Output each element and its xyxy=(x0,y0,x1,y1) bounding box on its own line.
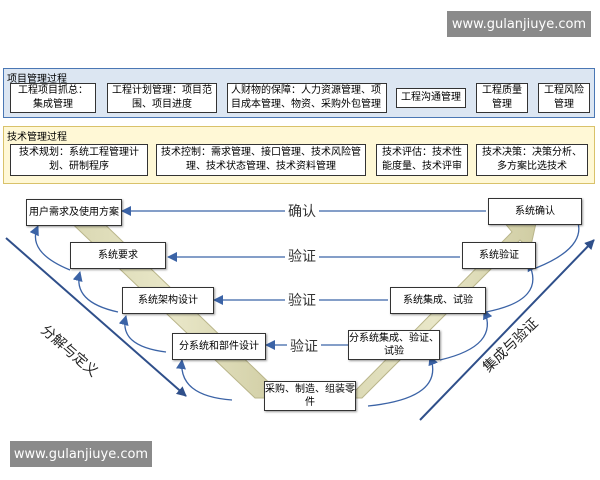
right-curve-arrow-2 xyxy=(485,261,537,313)
left-curve-arrow-3 xyxy=(118,315,167,353)
link-label-verification-2: 验证 xyxy=(285,290,319,310)
pm-item-quality: 工程质量管理 xyxy=(476,83,528,113)
vbox-procure-build: 采购、制造、组装零件 xyxy=(264,381,356,411)
left-curve-arrow-2 xyxy=(72,271,119,313)
link-label-validation: 确认 xyxy=(285,201,319,221)
pm-item-risk: 工程风险管理 xyxy=(538,83,590,113)
technical-management-title: 技术管理过程 xyxy=(7,132,67,143)
vbox-user-needs: 用户需求及使用方案 xyxy=(26,199,122,226)
vbox-subsystem-integration: 分系统集成、验证、试验 xyxy=(348,330,440,360)
left-curve-arrow-4 xyxy=(176,359,233,401)
tm-item-assessment: 技术评估：技术性能度量、技术评审 xyxy=(376,144,468,176)
watermark-top: www.gulanjiuye.com xyxy=(447,11,591,37)
link-label-verification-1: 验证 xyxy=(285,246,319,266)
pm-item-plan: 工程计划管理：项目范围、项目进度 xyxy=(107,83,217,113)
watermark-bottom: www.gulanjiuye.com xyxy=(10,441,152,467)
right-side-arrow xyxy=(419,239,595,421)
technical-management-group: 技术管理过程 技术规划：系统工程管理计划、研制程序 技术控制：需求管理、接口管理… xyxy=(3,126,595,184)
tm-item-control: 技术控制：需求管理、接口管理、技术风险管理、技术状态管理、技术资料管理 xyxy=(156,144,366,176)
right-curve-arrow-4 xyxy=(367,355,438,407)
vbox-system-validation: 系统确认 xyxy=(488,198,582,225)
left-curve-arrow-1 xyxy=(29,225,71,271)
project-management-title: 项目管理过程 xyxy=(7,74,67,85)
tm-item-decision: 技术决策：决策分析、多方案比选技术 xyxy=(476,144,588,176)
project-management-group: 项目管理过程 工程项目抓总：集成管理 工程计划管理：项目范围、项目进度 人财物的… xyxy=(3,68,595,118)
vbox-system-integration: 系统集成、试验 xyxy=(390,287,486,314)
vbox-system-verification: 系统验证 xyxy=(462,242,536,269)
pm-item-communication: 工程沟通管理 xyxy=(396,88,466,108)
right-curve-arrow-3 xyxy=(439,309,493,361)
tm-item-planning: 技术规划：系统工程管理计划、研制程序 xyxy=(10,144,148,176)
vbox-system-requirements: 系统要求 xyxy=(70,242,166,269)
vbox-system-architecture: 系统架构设计 xyxy=(122,287,214,314)
left-side-arrow xyxy=(5,237,187,397)
pm-item-integration: 工程项目抓总：集成管理 xyxy=(10,83,96,113)
link-label-verification-3: 验证 xyxy=(287,336,321,356)
vbox-subsystem-design: 分系统和部件设计 xyxy=(172,333,266,360)
pm-item-resources: 人财物的保障：人力资源管理、项目成本管理、物资、采购外包管理 xyxy=(227,83,387,113)
